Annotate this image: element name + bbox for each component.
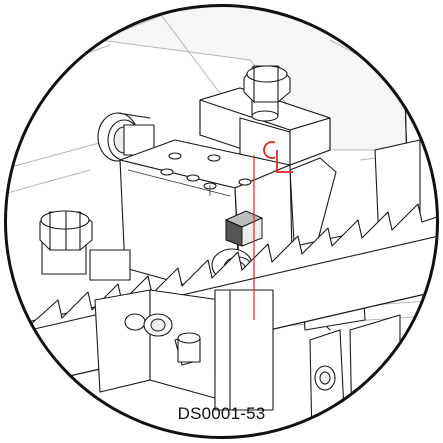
drawing-id-label: DS0001-53 <box>177 404 266 423</box>
detail-circle-frame <box>4 4 439 439</box>
carbide-insert <box>224 210 264 247</box>
centerline-symbol: C L <box>0 0 293 173</box>
hex-bolt-left <box>39 210 131 281</box>
centerline-symbol-text: C L <box>0 0 2 1</box>
hex-bolt-top <box>243 65 291 122</box>
